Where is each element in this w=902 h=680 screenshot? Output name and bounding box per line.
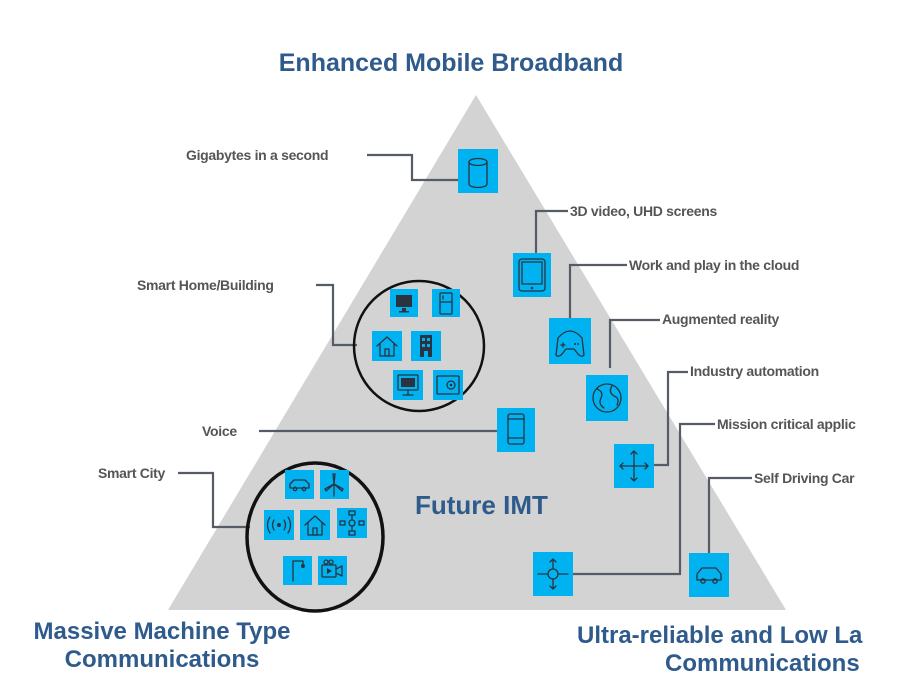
database-icon [458, 149, 498, 193]
camera-icon [318, 556, 347, 585]
fridge-icon [432, 289, 460, 317]
label-gigabytes-in-a-second: Gigabytes in a second [186, 147, 329, 163]
title-massive-machine-type: Massive Machine Type Communications [2, 618, 322, 674]
move-icon [533, 552, 573, 596]
label-augmented-reality: Augmented reality [662, 311, 780, 327]
network-icon [337, 508, 367, 538]
label-self-driving-car: Self Driving Car [754, 470, 855, 486]
car-icon [285, 470, 314, 499]
label-3d-video-uhd-screens: 3D video, UHD screens [570, 203, 717, 219]
arrows-icon [614, 444, 654, 488]
globe-icon [586, 375, 628, 421]
label-mission-critical: Mission critical applic [717, 416, 856, 432]
title-massive-machine-type-line2: Communications [64, 646, 260, 673]
phone-icon [497, 408, 535, 452]
monitor-icon [390, 289, 418, 317]
label-voice: Voice [202, 423, 237, 439]
label-work-and-play-in-the-cloud: Work and play in the cloud [629, 257, 800, 273]
car-icon [689, 553, 729, 597]
smart-city-circle [245, 461, 385, 613]
monitor-icon [393, 370, 423, 400]
safe-icon [433, 370, 463, 400]
smart-home-circle [352, 279, 486, 413]
signal-icon [264, 510, 294, 540]
label-smart-home-building: Smart Home/Building [137, 277, 274, 293]
gamepad-icon [549, 318, 591, 364]
title-future-imt: Future IMT [415, 490, 548, 520]
label-smart-city: Smart City [98, 465, 166, 481]
wind-turbine-icon [320, 470, 349, 499]
leader-lines [178, 153, 752, 576]
title-enhanced-mobile-broadband: Enhanced Mobile Broadband [278, 49, 624, 77]
label-industry-automation: Industry automation [690, 363, 819, 379]
house-icon [300, 510, 330, 540]
title-ultra-reliable-low-latency: Ultra-reliable and Low La Communications [577, 622, 902, 678]
title-ultra-reliable-line1: Ultra-reliable and Low La [577, 622, 863, 649]
title-massive-machine-type-line1: Massive Machine Type [33, 618, 291, 645]
house-icon [372, 331, 402, 361]
tablet-icon [513, 253, 551, 297]
streetlight-icon [283, 556, 312, 585]
building-icon [411, 331, 441, 361]
title-ultra-reliable-line2: Communications [665, 650, 860, 677]
